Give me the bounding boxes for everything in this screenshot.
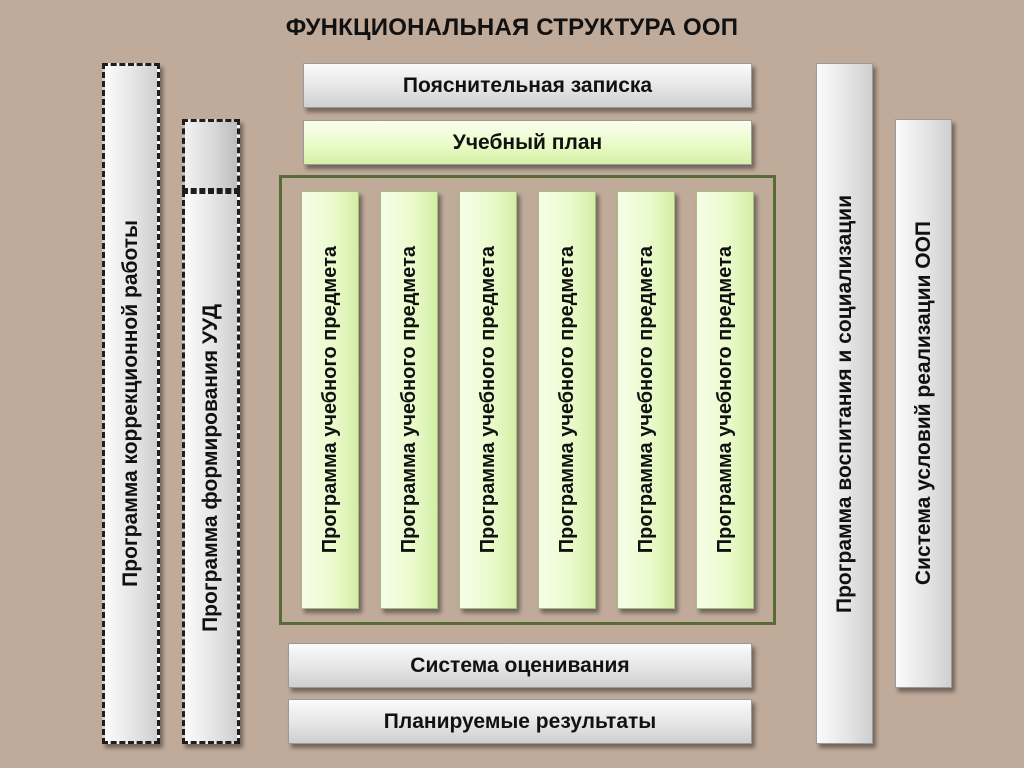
upbringing-program-label: Программа воспитания и социализации (832, 194, 856, 613)
uud-program-column: Программа формирования УУД (182, 191, 240, 744)
subject-program-3: Программа учебного предмета (459, 191, 517, 609)
uud-program-label: Программа формирования УУД (199, 303, 222, 632)
curriculum-box: Учебный план (303, 120, 752, 165)
subject-program-3-label: Программа учебного предмета (476, 246, 499, 554)
subject-program-5: Программа учебного предмета (617, 191, 675, 609)
implementation-conditions-label: Система условий реализации ООП (911, 221, 935, 586)
subject-program-5-label: Программа учебного предмета (634, 246, 657, 554)
subject-program-2-label: Программа учебного предмета (397, 246, 420, 554)
subject-program-4-label: Программа учебного предмета (555, 246, 578, 554)
uud-program-header-box (182, 119, 240, 191)
subject-program-6-label: Программа учебного предмета (713, 246, 736, 554)
subject-program-2: Программа учебного предмета (380, 191, 438, 609)
planned-results-box: Планируемые результаты (288, 699, 752, 744)
subject-programs-group (279, 175, 776, 625)
subject-program-4: Программа учебного предмета (538, 191, 596, 609)
explanatory-note-box: Пояснительная записка (303, 63, 752, 108)
correctional-program-label: Программа коррекционной работы (119, 220, 142, 587)
diagram-title: ФУНКЦИОНАЛЬНАЯ СТРУКТУРА ООП (285, 14, 739, 41)
implementation-conditions-column: Система условий реализации ООП (895, 119, 952, 688)
subject-program-1-label: Программа учебного предмета (318, 246, 341, 554)
assessment-system-box: Система оценивания (288, 643, 752, 688)
subject-program-6: Программа учебного предмета (696, 191, 754, 609)
upbringing-program-column: Программа воспитания и социализации (816, 63, 873, 744)
subject-program-1: Программа учебного предмета (301, 191, 359, 609)
correctional-program-column: Программа коррекционной работы (102, 63, 160, 744)
